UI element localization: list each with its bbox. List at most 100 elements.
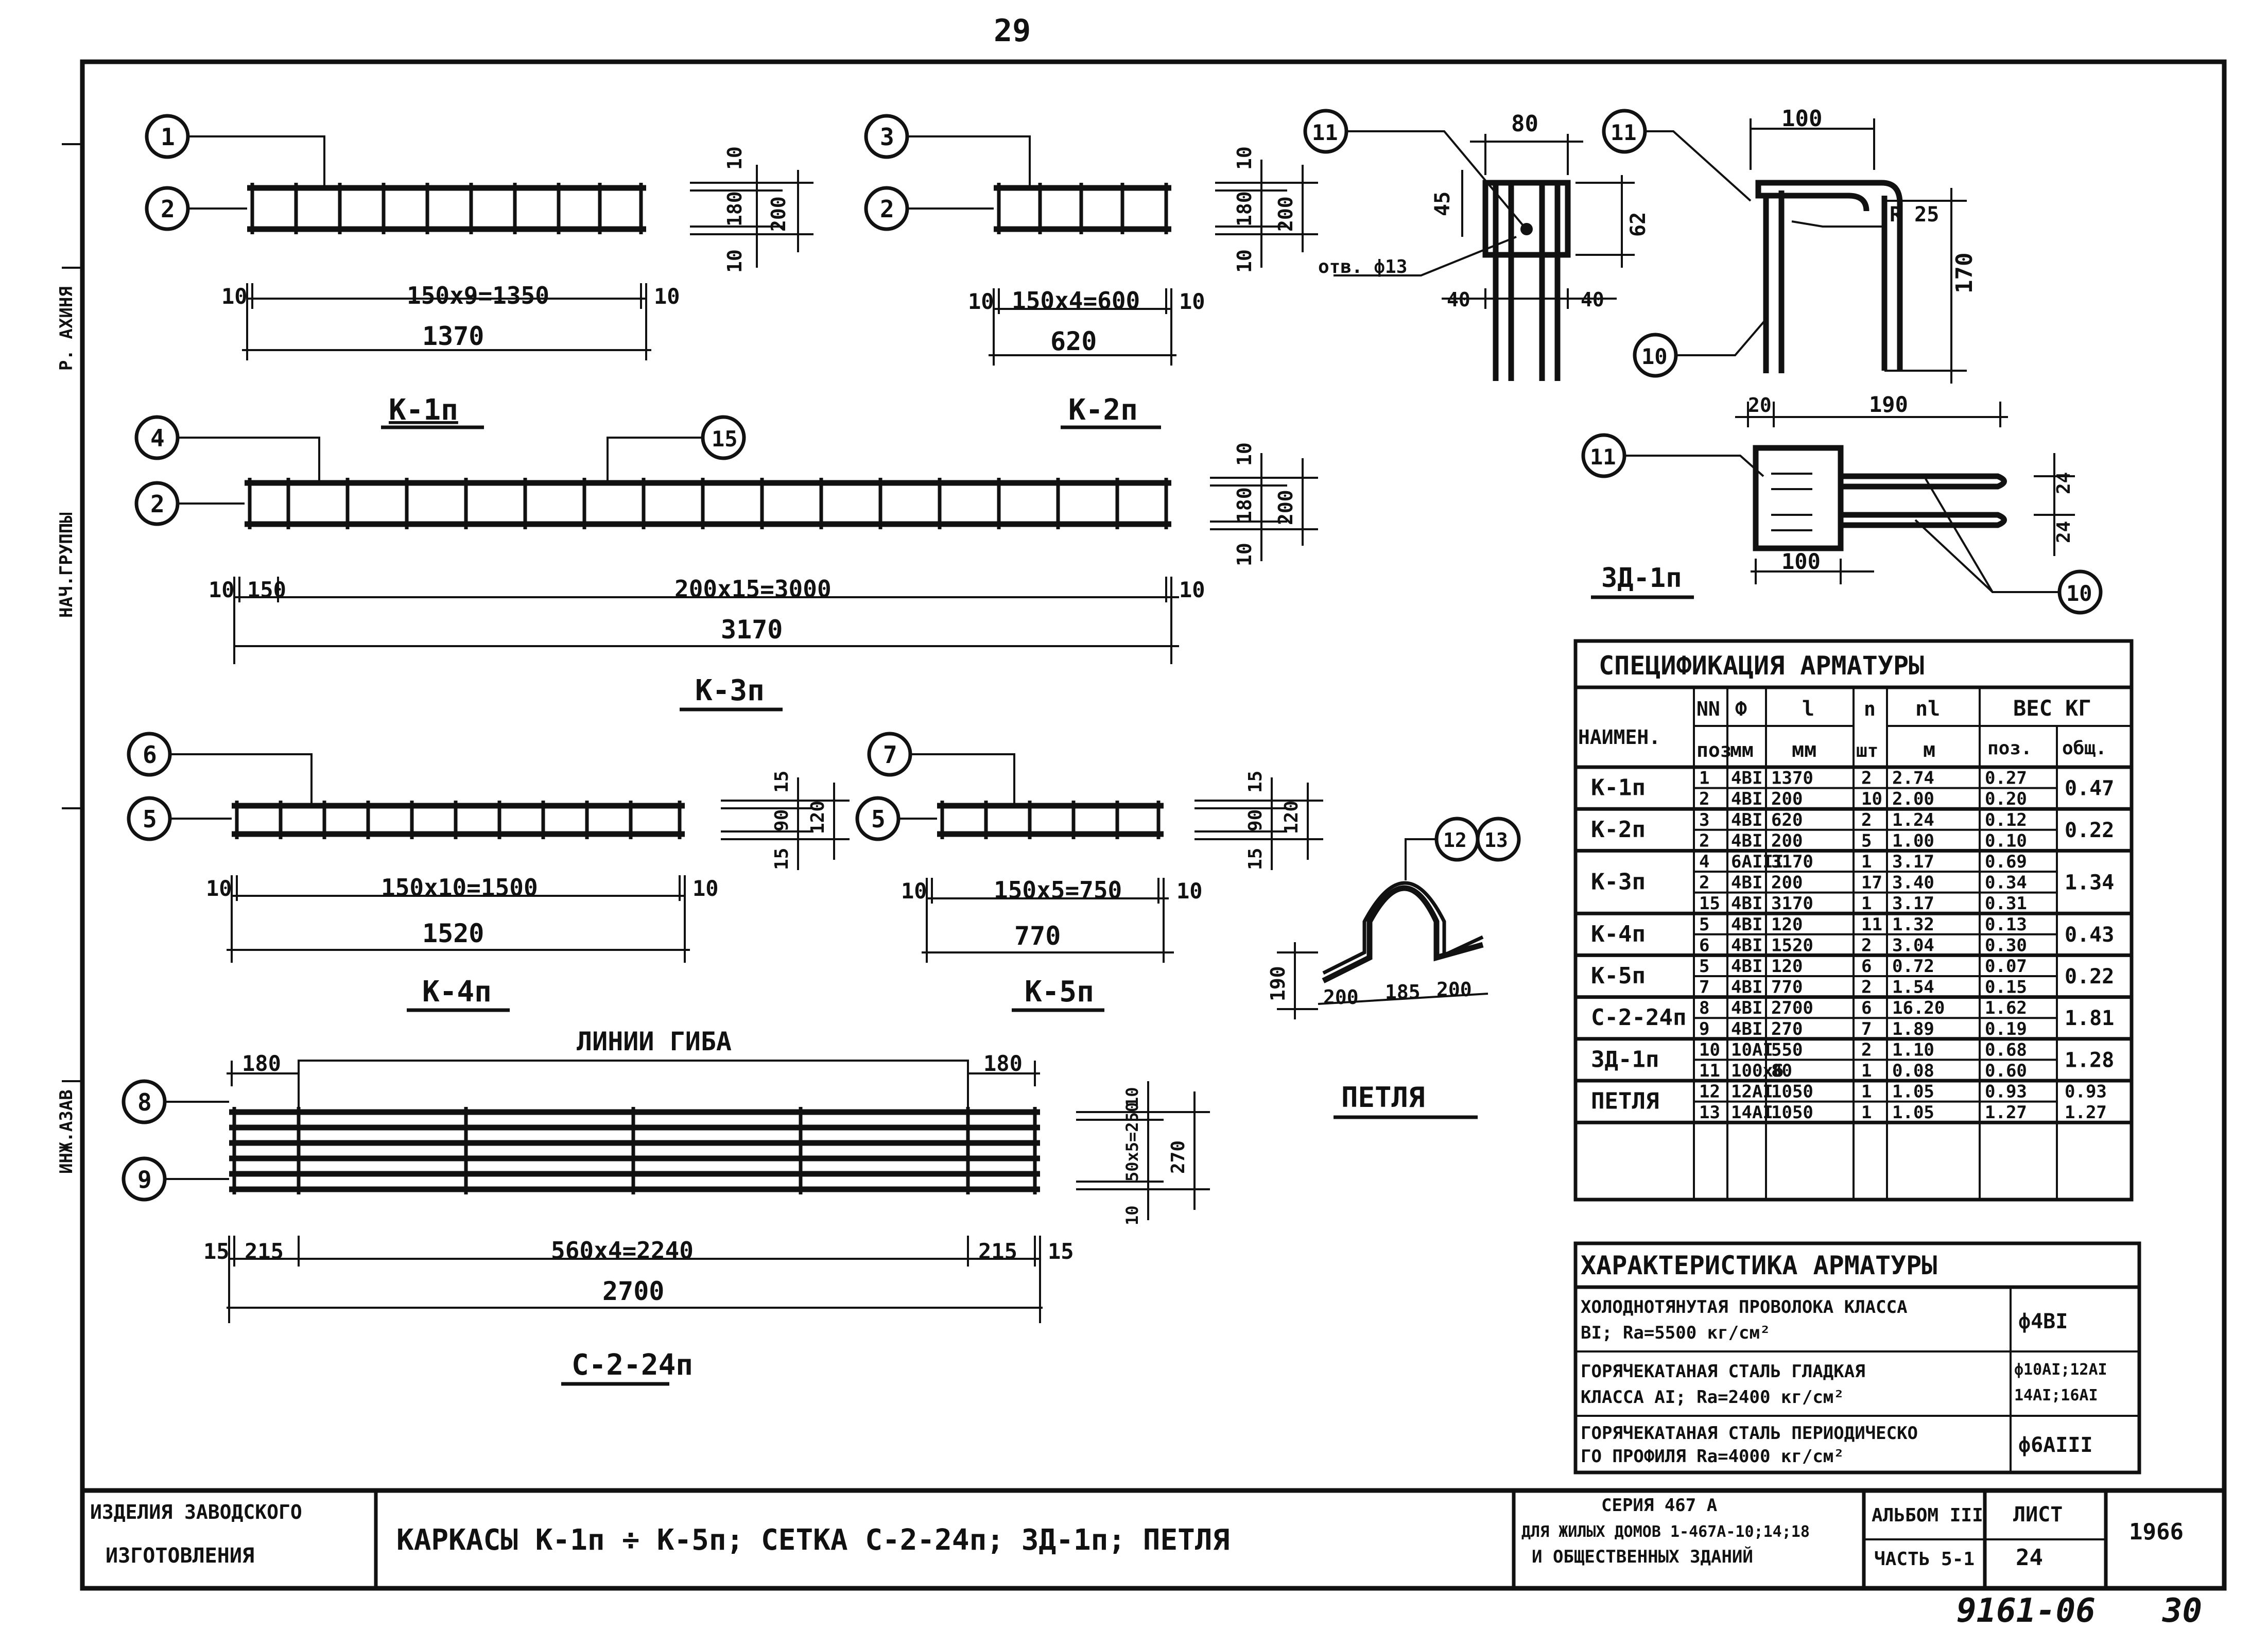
spec-cell: 0.13 <box>1985 914 2027 935</box>
spec-cell: 2700 <box>1771 998 1813 1018</box>
spec-group-name: ПЕТЛЯ <box>1591 1088 1659 1115</box>
dim-h-total: 120 <box>1281 801 1302 834</box>
spec-cell: 0.19 <box>1985 1019 2027 1039</box>
spec-group-name: К-2п <box>1591 817 1646 843</box>
height-dims: 10 180 10 200 <box>690 146 813 273</box>
spec-cell: 4ВI <box>1731 914 1762 935</box>
height-dims: 15 90 15 120 <box>721 771 850 870</box>
dim-62: 62 <box>1626 212 1650 237</box>
spec-cell: 1 <box>1861 1061 1872 1081</box>
spec-total: 0.47 <box>2065 777 2114 801</box>
dim-end: 10 <box>209 577 235 602</box>
header-len: l <box>1802 697 1814 721</box>
spec-cell: 5 <box>1861 830 1872 851</box>
char-desc: ГОРЯЧЕКАТАНАЯ СТАЛЬ ПЕРИОДИЧЕСКО <box>1581 1423 1918 1444</box>
header-n: шт <box>1856 740 1878 761</box>
spec-cell: 2.74 <box>1892 768 1934 789</box>
dim-h: 10 <box>1233 249 1256 273</box>
spec-cell: 2 <box>1861 977 1872 998</box>
frame-k5p: 7 5 10 10 150х5=750 770 К-5п 15 90 15 12… <box>855 732 1323 1012</box>
frame-title: К-3п <box>695 674 765 707</box>
spec-total: 1.28 <box>2065 1048 2114 1072</box>
spec-cell: 3 <box>1699 810 1709 830</box>
dim-h: 90 <box>1245 809 1266 831</box>
pos-label: 3 <box>880 123 894 151</box>
dim-overall: 3170 <box>721 615 783 645</box>
title-left: ИЗДЕЛИЯ ЗАВОДСКОГО <box>90 1501 302 1523</box>
pos-label: 9 <box>137 1166 152 1193</box>
char-row: ГОРЯЧЕКАТАНАЯ СТАЛЬ ГЛАДКАЯ КЛАССА АI; R… <box>1581 1361 2107 1408</box>
spec-cell: 7 <box>1861 1019 1872 1039</box>
spec-cell: 1520 <box>1771 935 1813 956</box>
sheet-number: 24 <box>2016 1545 2043 1571</box>
header-weight-total: общ. <box>2062 738 2107 759</box>
pos-label: 12 <box>1443 829 1467 852</box>
dim-end: 10 <box>1176 878 1203 904</box>
dim-h: 10 <box>723 249 746 273</box>
spec-cell: 1.89 <box>1892 1019 1934 1039</box>
dim-first: 150 <box>247 577 286 602</box>
spec-group-name: К-1п <box>1591 775 1646 801</box>
spec-cell: 1 <box>1861 1082 1872 1102</box>
char-mark: ф4ВI <box>2018 1310 2068 1333</box>
char-title: ХАРАКТЕРИСТИКА АРМАТУРЫ <box>1581 1251 1937 1280</box>
pos-label: 5 <box>871 805 886 833</box>
spec-cell: 0.93 <box>1985 1082 2027 1102</box>
spec-cell: 4ВI <box>1731 998 1762 1018</box>
dim-20: 20 <box>1748 394 1772 417</box>
dim-h: 15 <box>771 848 792 870</box>
pos-label: 11 <box>1312 120 1338 145</box>
series-info: И ОБЩЕСТВЕННЫХ ЗДАНИЙ <box>1532 1546 1753 1567</box>
dim-overall: 620 <box>1050 326 1097 356</box>
dim-h: 10 <box>1122 1205 1142 1225</box>
spec-cell: 12 <box>1699 1082 1720 1102</box>
spec-cell: 200 <box>1771 873 1803 893</box>
dim-edge: 215 <box>978 1239 1017 1264</box>
spec-cell: 7 <box>1699 977 1709 998</box>
dim-45: 45 <box>1431 192 1455 216</box>
spec-cell: 0.72 <box>1892 956 1934 977</box>
side-note-3: ИНЖ.АЗАВ <box>56 1089 77 1174</box>
dim-spacing: 150х9=1350 <box>407 282 549 309</box>
dim-h-total: 270 <box>1168 1140 1189 1174</box>
dim-overall: 1520 <box>422 918 484 948</box>
dim-h: 10 <box>1233 543 1256 566</box>
hole-callout: отв. ф13 <box>1318 256 1407 278</box>
drawing-title: КАРКАСЫ К-1п ÷ К-5п; СЕТКА С-2-24п; ЗД-1… <box>396 1523 1230 1557</box>
spec-cell: 4ВI <box>1731 768 1762 789</box>
dim-end: 10 <box>1179 577 1205 602</box>
pos-label: 10 <box>1641 344 1668 369</box>
spec-cell: 11 <box>1861 914 1882 935</box>
pos-label: 4 <box>150 424 165 452</box>
spec-cell: 6 <box>1861 956 1872 977</box>
pos-label: 15 <box>712 426 738 452</box>
spec-title: СПЕЦИФИКАЦИЯ АРМАТУРЫ <box>1599 651 1924 681</box>
spec-cell: 15 <box>1699 893 1720 914</box>
loop-title: ПЕТЛЯ <box>1341 1081 1425 1114</box>
spec-cell: 1 <box>1861 893 1872 914</box>
spec-cell: 1.00 <box>1892 830 1934 851</box>
spec-cell: 1050 <box>1771 1082 1813 1102</box>
spec-group-name: С-2-24п <box>1591 1004 1686 1031</box>
header-len: мм <box>1792 738 1816 762</box>
dim-overall: 770 <box>1014 921 1061 951</box>
spec-cell: 3.40 <box>1892 873 1934 893</box>
spec-cell: 1 <box>1699 768 1709 789</box>
frame-title: К-2п <box>1068 393 1138 427</box>
spec-cell: 4ВI <box>1731 977 1762 998</box>
spec-total: 1.34 <box>2065 871 2114 894</box>
dim-end: 10 <box>654 284 680 309</box>
dim-h-total: 120 <box>807 801 828 834</box>
spec-cell: 4ВI <box>1731 893 1762 914</box>
spec-cell: 17 <box>1861 873 1882 893</box>
header-d: Ф <box>1735 698 1747 720</box>
spec-cell: 4ВI <box>1731 956 1762 977</box>
dim-h: 180 <box>1233 487 1256 523</box>
spec-cell: 4ВI <box>1731 1019 1762 1039</box>
spec-cell: 2.00 <box>1892 789 1934 809</box>
year: 1966 <box>2129 1519 2184 1545</box>
dim-h: 10 <box>1233 442 1256 466</box>
side-note-1: Р. АХИНЯ <box>56 286 77 371</box>
spec-cell: 2 <box>1861 1039 1872 1060</box>
